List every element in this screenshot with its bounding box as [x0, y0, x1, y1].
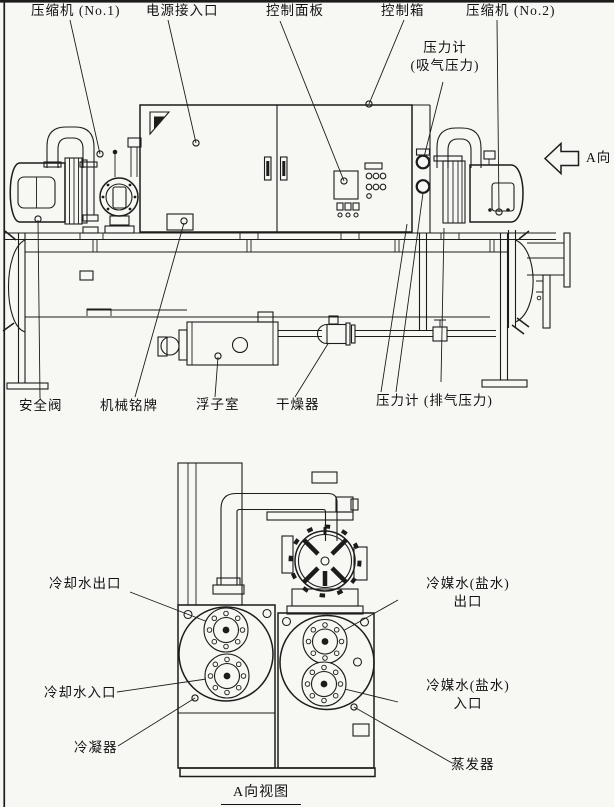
base-plate: [179, 767, 376, 778]
vessel-shell: [2, 230, 571, 390]
caption-view-a: A向视图: [221, 785, 302, 806]
label-float-chamber: 浮子室: [196, 397, 240, 412]
sight-glass: [79, 270, 94, 281]
label-brine-inlet: 冷媒水(盐水) 入口: [420, 677, 516, 713]
dryer-part: [316, 315, 356, 346]
oil-pump-part: [99, 177, 139, 234]
compressor-1-part: [9, 126, 142, 234]
line-valve: [432, 319, 448, 342]
liquid-line: [278, 148, 496, 346]
label-gauge-suction: 压力计 (吸气压力): [403, 39, 487, 75]
label-brine-inlet-line2: 入口: [453, 696, 483, 712]
control-panel-part: [333, 170, 359, 200]
nameplate-part: [166, 213, 194, 231]
label-cooling-water-outlet: 冷却水出口: [49, 576, 122, 591]
label-brine-outlet-line1: 冷媒水(盐水): [426, 576, 510, 591]
front-view-drawing: [116, 462, 453, 778]
label-brine-outlet-line2: 出口: [453, 594, 483, 610]
brand-logo-icon: [149, 111, 171, 136]
label-compressor-2: 压缩机 (No.2): [466, 3, 556, 18]
label-brine-inlet-line1: 冷媒水(盐水): [426, 678, 510, 693]
label-control-panel: 控制面板: [266, 3, 324, 18]
side-view-drawing: [2, 19, 580, 399]
pressure-gauge-taps: [415, 148, 431, 194]
leader-anchor-dots-front: [191, 694, 358, 711]
base-rail: [5, 232, 556, 252]
label-compressor-1: 压缩机 (No.1): [31, 3, 121, 18]
label-safety-valve: 安全阀: [19, 398, 63, 413]
label-view-direction: A向: [586, 150, 612, 165]
label-cooling-water-inlet: 冷却水入口: [44, 685, 117, 700]
control-box-part: [139, 104, 431, 233]
float-chamber: [157, 311, 279, 366]
label-evaporator: 蒸发器: [451, 757, 495, 772]
panel-buttons: [336, 162, 387, 218]
compressor-front-part: [281, 524, 368, 615]
leader-anchor-dots: [34, 100, 503, 360]
label-condenser: 冷凝器: [74, 740, 118, 755]
label-nameplate: 机械铭牌: [100, 398, 158, 413]
condenser-part: [177, 604, 276, 769]
view-direction-arrow-icon: [543, 141, 580, 176]
compressor-2-part: [433, 127, 524, 224]
label-gauge-discharge: 压力计 (排气压力): [376, 393, 493, 408]
label-gauge-suction-line2: (吸气压力): [410, 58, 480, 74]
label-gauge-suction-line1: 压力计: [423, 40, 467, 55]
evaporator-part: [277, 612, 375, 769]
suction-piping-part: [212, 471, 359, 595]
label-dryer: 干燥器: [276, 397, 320, 412]
label-power-inlet: 电源接入口: [146, 3, 219, 18]
label-brine-outlet: 冷媒水(盐水) 出口: [420, 575, 516, 611]
label-control-box: 控制箱: [381, 3, 425, 18]
rear-panel-part: [177, 462, 243, 606]
